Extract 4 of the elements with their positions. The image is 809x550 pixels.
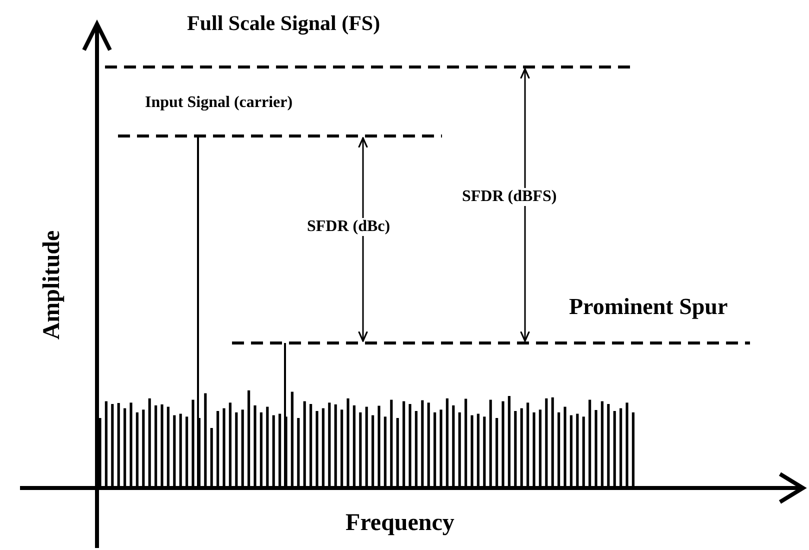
level-label: Full Scale Signal (FS) [185,12,382,36]
measure-label: SFDR (dBFS) [460,188,559,206]
level-label: Input Signal (carrier) [143,94,295,112]
measure-label: SFDR (dBc) [305,218,392,236]
